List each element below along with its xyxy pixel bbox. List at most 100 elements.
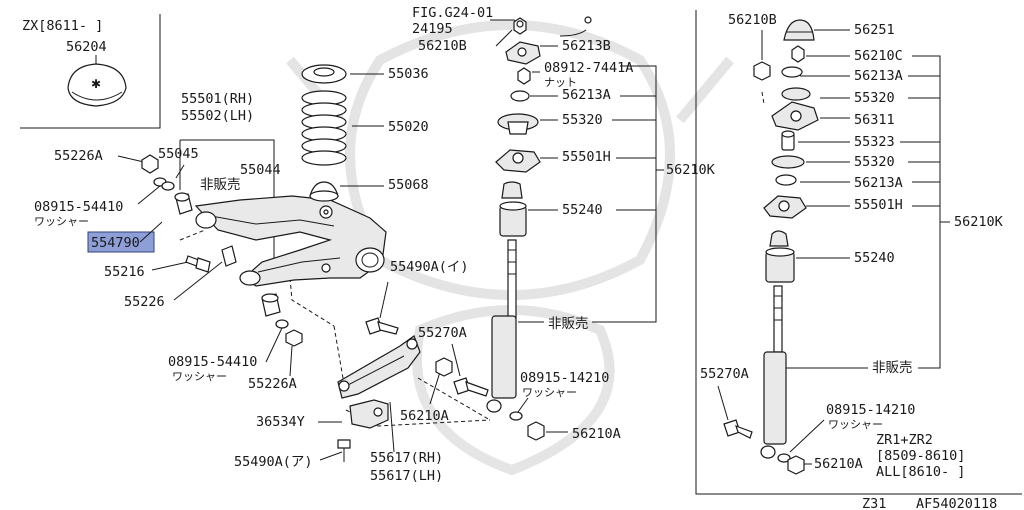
label-55240-strut: 55240 [562,202,603,218]
washer-bottom [275,319,289,329]
label-55020: 55020 [388,119,429,135]
label-not-sold-left: 非販売 [200,177,241,193]
nut-56210A-mid [435,357,453,377]
insulator-55320-strut [497,113,539,135]
label-not-sold-strut: 非販売 [548,316,589,332]
label-55036: 55036 [388,66,429,82]
strut-assembly: FIG.G24-01 24195 56210B 56213B 08912-744… [412,5,716,442]
label-fig-ref[interactable]: FIG.G24-01 [412,5,493,21]
label-08915-14210-right: 08915-14210 [826,402,915,418]
label-not-sold-right: 非販売 [872,360,913,376]
label-56210B-right: 56210B [728,12,777,28]
variant-part-56204: 56204 [66,39,107,55]
label-washer-strut: ワッシャー [522,386,577,399]
bump-stop-55240-strut [499,181,527,237]
nut-56210C [791,45,805,63]
label-56213B: 56213B [562,38,611,54]
nut-56210A-strut [527,421,545,441]
label-55226A-bottom: 55226A [248,376,297,392]
mount-56311 [771,101,819,131]
left-labels: 55501(RH) 55502(LH) 55226A 55045 55044 非… [34,91,297,392]
label-55216: 55216 [104,264,145,280]
label-56213A-strut: 56213A [562,87,611,103]
label-zr-line: ZR1+ZR2 [876,432,933,448]
washer-56213A-strut [510,90,530,102]
nut-56210B-right [753,61,771,81]
label-55270A: 55270A [418,325,467,341]
label-55270A-right: 55270A [700,366,749,382]
label-56210K-right: 56210K [954,214,1004,230]
label-08915-54410-bottom: 08915-54410 [168,354,257,370]
label-56210A-strut: 56210A [572,426,621,442]
label-55501H-strut: 55501H [562,149,611,165]
bolt-55490A-i [365,317,399,335]
washer-08915-14210-strut [509,411,523,421]
coil-spring-55020 [301,90,347,166]
label-08912: 08912-7441A [544,60,633,76]
label-55502-lh: 55502(LH) [181,108,254,124]
nut-55226A-bottom [285,329,303,347]
dust-cap-56251 [783,19,815,41]
label-55240-right: 55240 [854,250,895,266]
nut-56210A-right [787,455,805,475]
washer-55045 [161,181,175,191]
svg-text:✱: ✱ [91,77,101,91]
bushing-bottom [261,293,281,317]
label-55323: 55323 [854,134,895,150]
label-nut: ナット [544,76,577,89]
shock-absorber-strut [486,239,517,413]
variant-box: ZX[8611- ] 56204 ✱ [20,14,161,129]
mount-55501H-right [763,195,807,219]
footer-drawing-number: AF54020118 [916,496,997,510]
link-55617 [337,335,421,399]
bolt-55226 [221,245,237,267]
label-56213A-right-2: 56213A [854,175,903,191]
label-56210A-right: 56210A [814,456,863,472]
label-55490A-a: 55490A(ア) [234,454,313,470]
label-55490A-i: 55490A(イ) [390,259,469,275]
label-highlight-part[interactable]: 554790 [91,235,140,251]
label-56251: 56251 [854,22,895,38]
label-08915-14210-strut: 08915-14210 [520,370,609,386]
right-variant-panel: 56210B 56251 56210C 56213A 55320 56311 5… [695,10,1022,495]
bolt-55270A [453,377,489,397]
label-all-line: ALL[8610- ] [876,464,965,480]
label-55320-strut: 55320 [562,112,603,128]
washer-56213A-right-2 [775,174,797,186]
nut-55226A-top [141,154,159,174]
mount-plate-56213B [505,41,541,65]
link-group: 55490A(イ) 55270A 36534Y 56210A 55490A(ア)… [234,259,491,484]
bushing-top [174,192,193,215]
bump-stop-55240-right [765,230,795,283]
footer-model: Z31 [862,496,886,510]
label-55044: 55044 [240,162,281,178]
label-56210B-strut: 56210B [418,38,467,54]
left-leader-lines [117,139,335,377]
label-55501-rh: 55501(RH) [181,91,254,107]
spring-group: 55036 55020 55068 [301,64,429,202]
cap-56204-icon: ✱ [67,63,127,107]
label-55501H-right: 55501H [854,197,903,213]
label-washer-top: ワッシャー [34,215,89,228]
bracket-36534Y [349,399,389,429]
nut-08912 [517,67,531,85]
bolt-55270A-right [723,419,753,439]
washer-56213A-right-1 [781,66,803,78]
label-55045: 55045 [158,146,199,162]
label-56210A-mid: 56210A [400,408,449,424]
label-56213A-right-1: 56213A [854,68,903,84]
spring-pad-55068 [309,181,339,202]
insulator-55320-right-2 [771,155,805,169]
label-washer-bottom: ワッシャー [172,370,227,383]
label-55226: 55226 [124,294,165,310]
label-55226A-top: 55226A [54,148,103,164]
label-56210C: 56210C [854,48,903,64]
highlight-box [87,231,155,253]
sensor-connector [584,16,592,24]
variant-header: ZX[8611- ] [22,18,103,34]
footer: Z31 AF54020118 [862,496,997,510]
label-55068: 55068 [388,177,429,193]
spring-seat-55036 [301,64,347,84]
bolt-55216 [185,255,211,273]
mount-55501H-strut [495,149,541,173]
